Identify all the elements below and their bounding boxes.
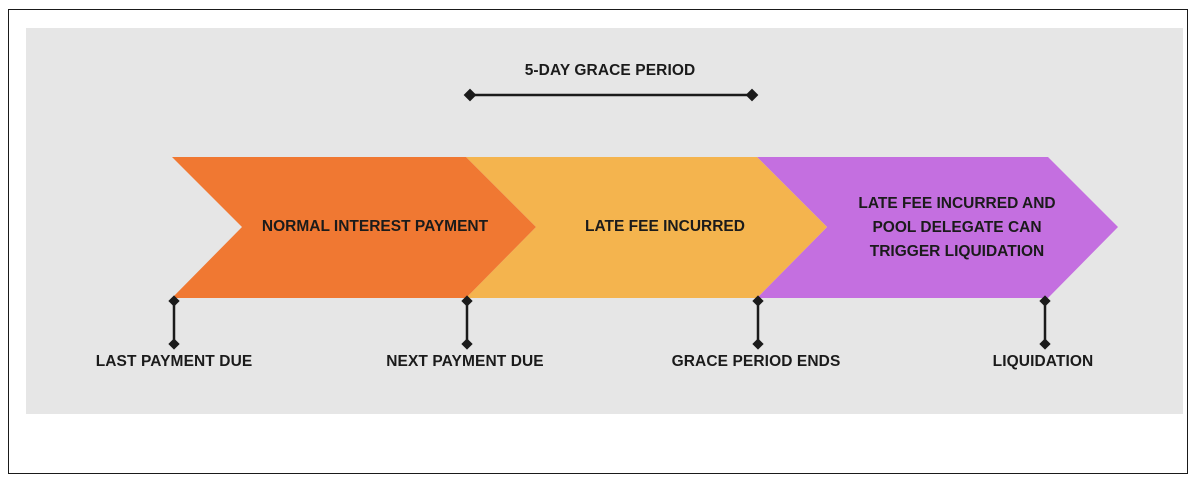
milestone-label-grace-period-ends: GRACE PERIOD ENDS [671, 353, 841, 370]
milestone-marker-grace-ends [752, 295, 764, 350]
milestone-label-last-payment-due: LAST PAYMENT DUE [95, 353, 253, 370]
segment-late-fee-chevron [466, 157, 827, 298]
segment-label-late-fee: LATE FEE INCURRED [585, 218, 745, 235]
milestone-marker-next-payment [461, 295, 473, 350]
segment-label-liquidation-trigger: LATE FEE INCURRED AND POOL DELEGATE CAN … [858, 195, 1056, 260]
segment-label-normal-interest: NORMAL INTEREST PAYMENT [261, 218, 489, 235]
milestone-label-liquidation: LIQUIDATION [992, 353, 1094, 370]
milestone-marker-last-payment [168, 295, 180, 350]
grace-period-label: 5-DAY GRACE PERIOD [524, 62, 696, 79]
milestone-marker-liquidation [1039, 295, 1051, 350]
segment-liquidation-arrow [757, 157, 1118, 298]
milestone-label-next-payment-due: NEXT PAYMENT DUE [386, 353, 544, 370]
segment-normal-chevron [172, 157, 536, 298]
grace-period-bracket [463, 88, 759, 102]
